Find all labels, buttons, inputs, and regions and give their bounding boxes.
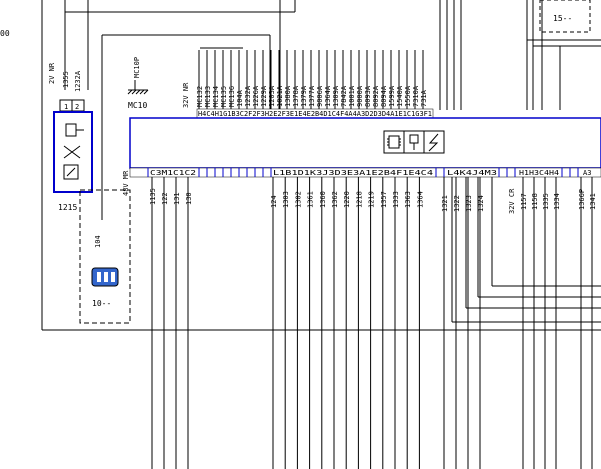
module-bottom-pins-b: L1B1D1K3J3D3E3A1E2B4F1E4C4: [273, 169, 433, 177]
bottom-wire-label: 1333: [392, 191, 400, 208]
ground-label-bottom: MC10: [128, 101, 147, 110]
top-wire-label: 1021A: [276, 85, 284, 107]
top-wire-label: 104A: [236, 89, 244, 107]
module-bottom-pins-e: A3: [583, 169, 591, 177]
bottom-wire-label: 1360: [319, 191, 327, 208]
ground-mc10: MC10P MC10: [127, 57, 149, 110]
top-wire-label: 8094A: [380, 85, 388, 107]
top-wire-label: 1203A: [268, 85, 276, 107]
bottom-wire-label: 1323: [465, 195, 473, 212]
module-bottom-pin-ticks: [147, 168, 579, 177]
bottom-wire-label: 1157: [520, 193, 528, 210]
top-right-ref-label: 15--: [553, 14, 572, 23]
top-wire-label: 731A: [420, 89, 428, 107]
top-wire-label: 1540A: [396, 85, 404, 107]
top-wire-label: MC135: [220, 86, 228, 107]
connector-plug-icon: [91, 267, 119, 287]
bottom-wire-label: 1364: [416, 191, 424, 208]
bottom-wire-label: 1341: [589, 193, 597, 210]
bottom-wire-label: 1220: [343, 191, 351, 208]
top-wire-label: 1226A: [252, 85, 260, 107]
module-bottom-pins-d: H1H3C4H4: [519, 169, 559, 177]
bottom-wire-label: 130: [185, 192, 193, 205]
relay-id: 1215: [58, 203, 77, 212]
power-icon: [428, 133, 439, 152]
bottom-wire-label: 1334: [553, 193, 561, 210]
relay-wire-a: 1355: [62, 71, 70, 88]
relay-wire-b: 1232A: [74, 70, 82, 92]
top-wire-label: MC136: [228, 86, 236, 107]
connector-id: 10--: [92, 299, 111, 308]
chip-icon: [387, 135, 401, 149]
top-wire-label: 9006A: [316, 85, 324, 107]
module-body: [129, 117, 601, 169]
frame-lines: [41, 0, 601, 331]
top-wire-label: 1379A: [300, 85, 308, 107]
ground-icon: [127, 89, 149, 95]
top-wire-label: 7310A: [412, 85, 420, 107]
bottom-wire-label: 1362: [331, 191, 339, 208]
relay-wire-spec: 2V NR: [48, 62, 56, 84]
module-left-spec: 48V MR: [122, 170, 130, 196]
top-wire-label: 1364A: [324, 85, 332, 107]
bottom-wire-label: 1135: [149, 188, 157, 205]
top-wire-label: MC132: [196, 86, 204, 107]
bottom-wire-label: 1322: [453, 195, 461, 212]
bottom-wire-label: 1324: [477, 195, 485, 212]
bottom-wire-label: 1361: [307, 191, 315, 208]
top-wire-label: MC133: [204, 86, 212, 107]
ground-label-top: MC10P: [133, 57, 141, 78]
top-wire-label: 1229A: [260, 85, 268, 107]
top-wire-label: 1599A: [388, 85, 396, 107]
module-bottom-wires: 1135 122 131 130 124 1303 1302 1361 1360 1362 1220…: [149, 177, 597, 469]
probe-icon: [409, 134, 419, 150]
bottom-wire-label: 1335: [542, 193, 550, 210]
bottom-wire-label: 124: [270, 195, 278, 208]
module-bottom-pins-c: L4K4J4M3: [447, 169, 497, 177]
bottom-wire-label: 1366P: [578, 189, 586, 210]
bottom-wire-label: 1321: [441, 195, 449, 212]
top-wire-label: 7842A: [340, 85, 348, 107]
left-edge-label: 00: [0, 29, 10, 38]
top-right-ref-box: 15--: [539, 0, 591, 33]
top-wire-label: MC134: [212, 86, 220, 107]
top-wire-label: 1378A: [292, 85, 300, 107]
top-wire-label: 8092A: [372, 85, 380, 107]
connector-10: 104 10--: [79, 189, 131, 324]
module-top-spec: 32V NR: [182, 82, 190, 108]
top-wire-label: 1550A: [404, 85, 412, 107]
module-top-pins: H4C4H1G1B3C2F2F3H2E2F3E1E4E2B4D1C4F4A4A3…: [198, 110, 432, 118]
top-wire-label: 1001A: [348, 85, 356, 107]
module-bottom-pins-a: C3M1C1C2: [150, 169, 196, 177]
bottom-wire-label: 122: [161, 192, 169, 205]
bottom-wire-label: 131: [173, 192, 181, 205]
top-wire-label: 8093A: [364, 85, 372, 107]
bottom-wire-label: 1303: [282, 191, 290, 208]
relay-pin-1: 1: [64, 103, 68, 111]
top-wire-label: 1380A: [284, 85, 292, 107]
top-wire-label: 1232A: [244, 85, 252, 107]
bottom-wire-label: 1357: [380, 191, 388, 208]
bottom-wire-label: 1158: [531, 193, 539, 210]
top-wire-label: 9000A: [356, 85, 364, 107]
relay-pin-2: 2: [75, 103, 79, 111]
bottom-wire-label: 1363: [404, 191, 412, 208]
bottom-wire-label: 1302: [294, 191, 302, 208]
connector-wire: 104: [94, 235, 102, 248]
top-wire-label: 1377A: [308, 85, 316, 107]
bottom-wire-label: 1218: [355, 191, 363, 208]
relay-coil-icon: [63, 123, 84, 180]
relay-1215: 2V NR 1355 1232A 1 2 1215: [48, 62, 93, 212]
top-wire-label: 1309A: [332, 85, 340, 107]
bottom-wire-label: 1219: [368, 191, 376, 208]
module-mid-spec: 32V CR: [508, 188, 516, 214]
